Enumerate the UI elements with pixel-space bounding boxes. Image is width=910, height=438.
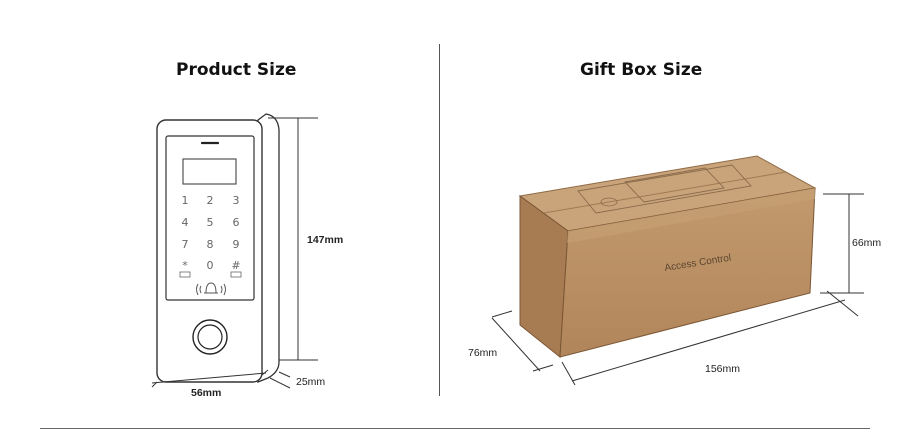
box-height-label: 66mm (852, 237, 881, 249)
key-1: 1 (182, 194, 189, 207)
product-height-dimension (268, 117, 318, 361)
fingerprint-sensor-inner (197, 324, 223, 350)
key-0: 0 (207, 259, 214, 272)
key-hash-sub-icon (230, 271, 242, 278)
box-length-dimension (561, 290, 859, 386)
key-7: 7 (182, 238, 189, 251)
key-2: 2 (207, 194, 214, 207)
keypad: 1 2 3 4 5 6 7 8 9 * 0 # (179, 194, 242, 296)
key-star-sub-icon (179, 271, 191, 278)
key-hash: # (231, 259, 240, 272)
key-3: 3 (233, 194, 240, 207)
gift-box-size-title: Gift Box Size (580, 60, 703, 80)
key-star: * (182, 259, 188, 272)
product-depth-label: 25mm (296, 376, 325, 388)
box-length-label: 156mm (705, 363, 740, 375)
gift-box: Access Control (518, 155, 817, 358)
box-depth-dimension (491, 310, 554, 372)
box-depth-label: 76mm (468, 347, 497, 359)
key-4: 4 (182, 216, 189, 229)
product-device: 1 2 3 4 5 6 7 8 9 * 0 # (156, 113, 280, 383)
box-front-band (567, 188, 815, 243)
doorbell-icon (196, 282, 226, 296)
product-depth-dimension (269, 371, 291, 389)
box-height-dimension (820, 193, 864, 294)
bottom-divider (40, 428, 870, 429)
product-height-label: 147mm (307, 234, 343, 246)
section-divider (439, 44, 440, 396)
key-8: 8 (207, 238, 214, 251)
device-display (182, 158, 237, 185)
product-width-dimension (151, 369, 269, 388)
box-top-print-panel (624, 167, 725, 203)
product-size-title: Product Size (176, 60, 297, 80)
box-top-print-outline (577, 164, 752, 214)
product-width-label: 56mm (191, 387, 221, 399)
box-top-print-circle (600, 197, 618, 207)
box-flap-seam (543, 171, 787, 214)
device-side-face (257, 113, 280, 383)
key-9: 9 (233, 238, 240, 251)
key-5: 5 (207, 216, 214, 229)
key-6: 6 (233, 216, 240, 229)
